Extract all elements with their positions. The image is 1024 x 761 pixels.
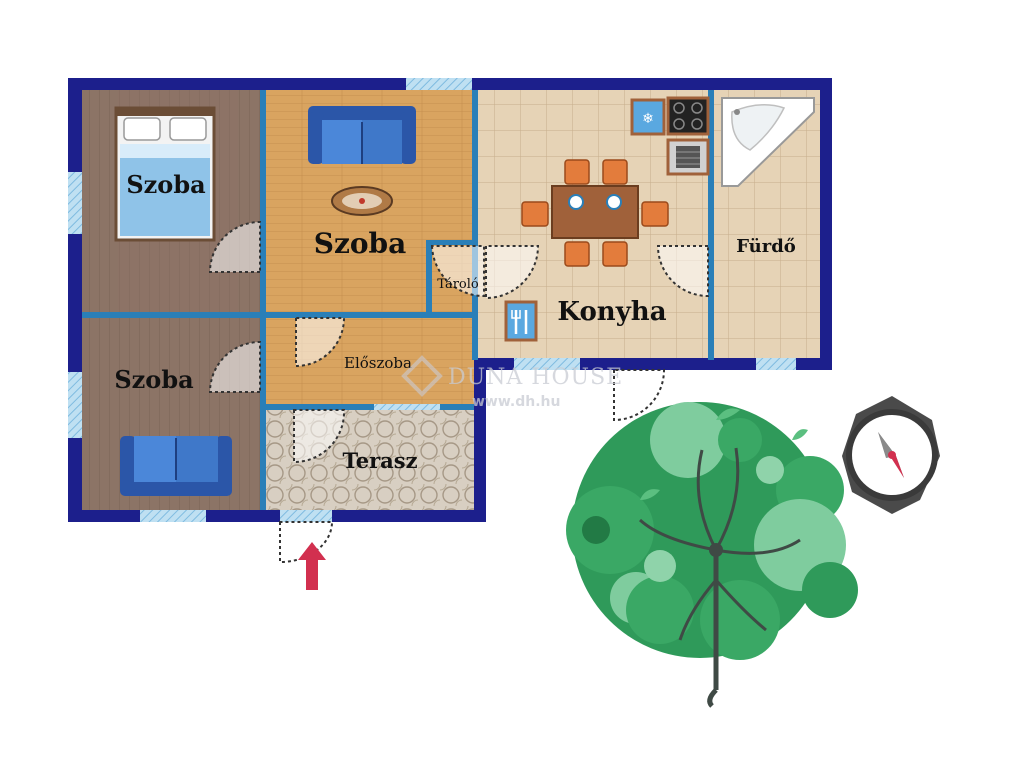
compass-label-west: NY (940, 406, 963, 430)
sofa-icon (308, 106, 416, 164)
compass-icon: D NY É (842, 379, 963, 522)
room-label-kitchen: Konyha (557, 297, 666, 327)
watermark-url: www.dh.hu (472, 394, 560, 410)
room-label-storage: Tároló (437, 277, 479, 292)
room-label-bedroom-top: Szoba (126, 170, 205, 199)
room-label-terrace: Terasz (343, 448, 418, 473)
room-label-living: Szoba (314, 227, 407, 260)
compass-label-north: D (853, 379, 870, 396)
room-label-hall: Előszoba (344, 354, 412, 372)
sofa-bottom-icon (120, 436, 232, 496)
entry-arrow-icon (298, 542, 326, 590)
windows (68, 78, 796, 522)
inner-walls (82, 90, 714, 510)
bathtub-icon (721, 97, 815, 187)
doors (208, 220, 709, 564)
watermark: DUNA HOUSE www.dh.hu (401, 355, 623, 410)
duna-house-logo-icon (401, 355, 443, 397)
rug-icon (331, 186, 393, 216)
tree-icon (566, 402, 858, 708)
sink-icon (666, 138, 710, 176)
room-label-bedroom-bottom: Szoba (114, 365, 193, 394)
fridge-icon: ❄ (630, 98, 666, 136)
cutlery-icon (504, 300, 538, 342)
svg-text:❄: ❄ (642, 111, 654, 127)
dining-table-icon (521, 159, 669, 267)
compass-label-south: É (916, 506, 932, 523)
stove-icon (666, 96, 710, 136)
watermark-brand: DUNA HOUSE (448, 365, 623, 390)
room-label-bathroom: Fürdő (736, 236, 796, 257)
bed-icon (114, 106, 216, 242)
